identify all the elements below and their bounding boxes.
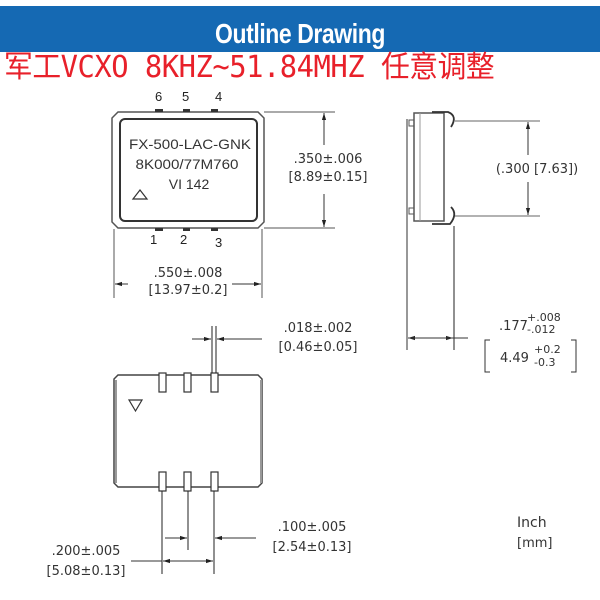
pin-label-6: 6: [155, 89, 162, 104]
width-dim-inch: .550±.008: [154, 266, 223, 281]
bottom-view-lead-3: [210, 471, 219, 492]
pin-label-1: 1: [150, 232, 157, 247]
thickness-mm-bracket-right: [571, 339, 577, 373]
pin-tab-1: [155, 228, 163, 231]
pin-tab-5: [183, 109, 190, 112]
side-view: (.300 [7.63]) .177 +.008 -.012 4.49 +0.2…: [406, 111, 578, 373]
thickness-inch-minus: -.012: [527, 323, 555, 336]
side-view-lead-bottom: [432, 206, 456, 225]
side-view-body: [413, 112, 445, 222]
span-dim-mm: [5.08±0.13]: [47, 564, 126, 579]
pin-label-2: 2: [180, 232, 187, 247]
lead-span-dim: (.300 [7.63]): [496, 162, 578, 177]
thickness-inch-nominal: .177: [499, 319, 528, 334]
units-legend: Inch [mm]: [517, 515, 552, 551]
top-view: 6 5 4 1 2 3 FX-500-LAC-GNK 8K000/77M760 …: [111, 89, 368, 298]
units-secondary: [mm]: [517, 536, 552, 551]
marking-line-3: VI 142: [169, 176, 210, 192]
thickness-mm-plus: +0.2: [534, 343, 561, 356]
header-banner: Outline Drawing: [0, 6, 600, 52]
width-dim-mm: [13.97±0.2]: [149, 283, 228, 298]
side-view-cap-top: [408, 119, 415, 127]
bottom-view-lead-6: [158, 372, 167, 393]
pin1-triangle-up-icon: [131, 189, 149, 200]
pin-label-4: 4: [215, 89, 222, 104]
side-view-cap-bottom: [408, 207, 415, 215]
product-subtitle: 军工VCXO 8KHZ~51.84MHZ 任意调整: [4, 50, 495, 85]
top-view-body-outline: [111, 111, 265, 229]
side-view-lead-top: [432, 111, 455, 128]
span-dim-inch: .200±.005: [52, 544, 121, 559]
pin-tab-6: [155, 109, 163, 112]
page-title: Outline Drawing: [215, 18, 385, 49]
lead-width-dim-inch: .018±.002: [284, 321, 353, 336]
bottom-view-lead-2: [183, 471, 192, 492]
height-dim-inch: .350±.006: [294, 152, 363, 167]
pin-tab-3: [211, 228, 218, 231]
pitch-dim-inch: .100±.005: [278, 520, 347, 535]
bottom-view: .018±.002 [0.46±0.05] .100±.005 [2.54±0.…: [47, 321, 358, 579]
height-dim-mm: [8.89±0.15]: [289, 170, 368, 185]
thickness-mm-minus: -0.3: [534, 356, 555, 369]
pitch-dim-mm: [2.54±0.13]: [273, 540, 352, 555]
bottom-view-lead-1: [158, 471, 167, 492]
bottom-view-lead-4: [210, 372, 219, 393]
bottom-view-body-outline: [113, 374, 263, 488]
pin-label-3: 3: [215, 235, 222, 250]
pin-tab-2: [183, 228, 190, 231]
top-view-lid-outline: [119, 118, 258, 222]
pin1-triangle-down-icon: [127, 399, 144, 413]
thickness-inch-plus: +.008: [527, 311, 561, 324]
marking-line-2: 8K000/77M760: [136, 156, 239, 172]
lead-width-dim-mm: [0.46±0.05]: [279, 340, 358, 355]
thickness-mm-bracket-left: [484, 339, 490, 373]
pin-tab-4: [211, 109, 218, 112]
units-primary: Inch: [517, 515, 547, 531]
thickness-mm-nominal: 4.49: [500, 351, 529, 366]
bottom-view-lead-5: [183, 372, 192, 393]
pin-label-5: 5: [182, 89, 189, 104]
marking-line-1: FX-500-LAC-GNK: [129, 136, 252, 152]
